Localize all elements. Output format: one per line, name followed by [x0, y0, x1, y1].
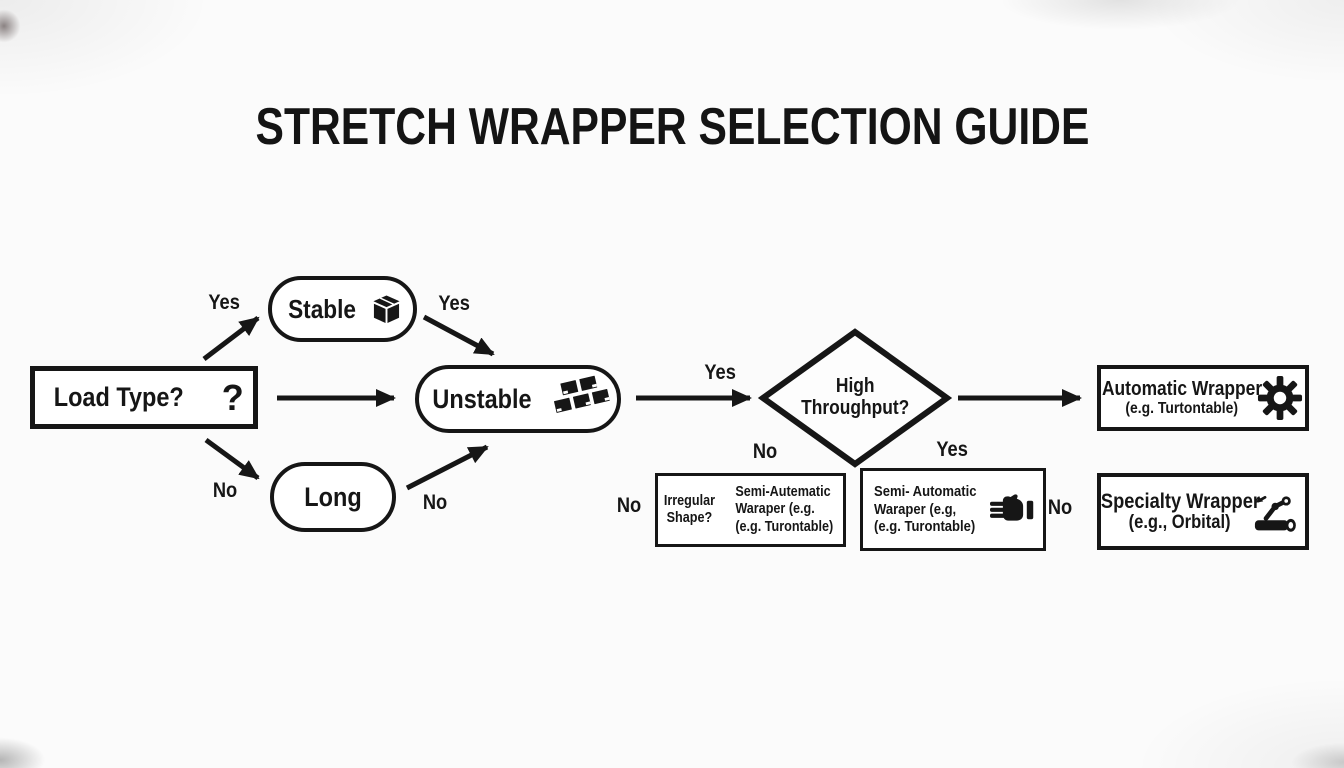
stable-label: Stable: [288, 293, 356, 324]
irregular-question-line1: Irregular: [664, 492, 716, 509]
edge-label-text: No: [1047, 496, 1073, 519]
semi-automatic-text: Semi- Automatic Waraper (e.g, (e.g. Turo…: [874, 483, 976, 536]
automatic-wrapper-subtitle: (e.g. Turtontable): [1125, 400, 1239, 418]
long-label: Long: [304, 481, 362, 512]
edge-label-text: No: [752, 440, 778, 463]
node-high-throughput: High Throughput?: [763, 331, 947, 463]
high-throughput-line2: Throughput?: [800, 397, 910, 419]
arrow-load-to-stable: [202, 316, 260, 361]
edge-label-semi-to-specialty-no: No: [1046, 496, 1074, 520]
high-throughput-line1: High: [835, 374, 875, 397]
edge-label-text: No: [212, 479, 238, 502]
edge-label-load-to-stable: Yes: [206, 291, 242, 315]
question-mark-icon: ?: [221, 376, 244, 418]
node-unstable: Unstable: [415, 365, 621, 433]
page-title: STRETCH WRAPPER SELECTION GUIDE: [0, 97, 1344, 157]
arrow-long-to-unstable: [405, 444, 489, 491]
gear-icon: [1257, 375, 1303, 421]
edge-label-text: Yes: [208, 291, 240, 314]
stacked-boxes-icon: [549, 374, 612, 424]
unstable-label: Unstable: [432, 383, 532, 414]
arrow-load-to-long: [204, 437, 260, 481]
pointing-hand-icon: [990, 492, 1036, 528]
irregular-shape-answer: Semi-Autematic Waraper (e.g. (e.g. Turon…: [735, 484, 833, 535]
specialty-wrapper-title: Specialty Wrapper: [1100, 489, 1260, 513]
semi-automatic-line3: (e.g. Turontable): [874, 518, 976, 536]
edge-label-long-to-unstable: No: [421, 491, 449, 515]
specialty-wrapper-subtitle: (e.g., Orbital): [1129, 511, 1231, 533]
semi-automatic-line1: Semi- Automatic: [874, 482, 977, 500]
node-automatic-wrapper: Automatic Wrapper (e.g. Turtontable): [1097, 365, 1309, 431]
node-semi-automatic-wrapper: Semi- Automatic Waraper (e.g, (e.g. Turo…: [860, 468, 1046, 551]
node-stable: Stable: [268, 276, 417, 342]
package-box-icon: [371, 294, 402, 324]
edge-label-throughput-yes: Yes: [934, 438, 970, 462]
edge-label-irregular-no: No: [615, 494, 643, 518]
edge-label-throughput-no: No: [751, 440, 779, 464]
irregular-shape-question: Irregular Shape?: [664, 493, 715, 527]
decision-high-throughput-shape: [757, 328, 953, 468]
edge-label-text: No: [422, 491, 448, 514]
node-specialty-wrapper: Specialty Wrapper (e.g., Orbital): [1097, 473, 1309, 550]
node-long: Long: [270, 462, 396, 532]
irregular-answer-line1: Semi-Autematic: [735, 484, 831, 501]
robot-arm-icon: [1254, 490, 1300, 534]
page-title-text: STRETCH WRAPPER SELECTION GUIDE: [255, 98, 1089, 156]
edge-label-text: No: [616, 494, 642, 517]
automatic-wrapper-title: Automatic Wrapper: [1101, 377, 1263, 400]
irregular-answer-line2: Waraper (e.g.: [735, 501, 815, 518]
load-type-label: Load Type?: [53, 382, 185, 412]
arrow-stable-to-unstable: [422, 314, 495, 357]
irregular-question-line2: Shape?: [666, 510, 713, 526]
node-load-type: Load Type? ?: [30, 366, 258, 429]
edge-label-text: Yes: [704, 361, 736, 384]
irregular-answer-line3: (e.g. Turontable): [735, 518, 834, 535]
edge-label-load-to-long: No: [211, 479, 239, 503]
semi-automatic-line2: Waraper (e.g,: [874, 500, 957, 518]
node-irregular-shape: Irregular Shape? Semi-Autematic Waraper …: [655, 473, 846, 547]
edge-label-stable-to-unstable: Yes: [436, 292, 472, 316]
edge-label-text: Yes: [936, 438, 968, 461]
edge-label-unstable-to-throughput: Yes: [702, 361, 738, 385]
edge-label-text: Yes: [438, 292, 470, 315]
